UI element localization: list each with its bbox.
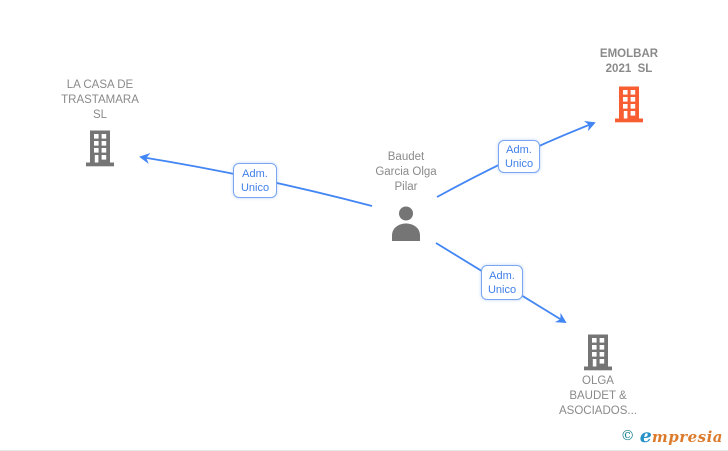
edge-role-badge-line: Adm. — [489, 269, 515, 282]
empresia-logo-rest: mpresia — [651, 428, 723, 446]
empresia-watermark: © empresia — [621, 425, 723, 447]
node-emolbar-2021-sl[interactable]: EMOLBAR 2021 SL — [554, 47, 704, 123]
node-label-line: Pilar — [394, 181, 418, 193]
building-icon — [584, 334, 612, 371]
edge-role-badge-line: Unico — [240, 181, 270, 194]
edge-role-badge-1: Adm.Unico — [498, 140, 540, 173]
edge-role-badge-line: Adm. — [506, 143, 532, 156]
node-la-casa-de-trastamara-sl[interactable]: LA CASA DE TRASTAMARA SL — [25, 78, 175, 167]
node-label-line: EMOLBAR — [599, 48, 659, 60]
edge-role-badge-2: Adm.Unico — [481, 265, 523, 300]
node-label-line: LA CASA DE — [66, 79, 134, 91]
node-label-olga-baudet-asociados: OLGA BAUDET & ASOCIADOS... — [523, 374, 673, 419]
node-icon-wrap — [25, 130, 175, 167]
node-label-emolbar-2021-sl: EMOLBAR 2021 SL — [554, 47, 704, 77]
node-label-line: 2021 SL — [605, 63, 653, 75]
node-label-line: Garcia Olga — [375, 166, 437, 178]
node-label-line: OLGA — [582, 375, 614, 387]
edge-role-badge-0: Adm.Unico — [233, 163, 277, 198]
node-label-line: Baudet — [387, 151, 425, 163]
empresia-logo: empresia — [639, 425, 723, 447]
building-icon — [86, 130, 114, 167]
node-label-line: BAUDET & — [569, 390, 627, 402]
node-label-la-casa-de-trastamara-sl: LA CASA DE TRASTAMARA SL — [25, 78, 175, 123]
copyright-symbol: © — [620, 428, 635, 444]
node-olga-baudet-asociados[interactable]: OLGA BAUDET & ASOCIADOS... — [523, 334, 673, 419]
building-icon — [615, 86, 643, 123]
edge-role-badge-line: Adm. — [242, 167, 268, 180]
edge-role-badge-line: Unico — [504, 157, 534, 170]
node-label-line: TRASTAMARA — [61, 94, 139, 106]
person-icon — [392, 206, 420, 241]
node-icon-wrap — [331, 204, 481, 242]
edge-role-badge-line: Unico — [487, 283, 517, 296]
node-icon-wrap — [523, 334, 673, 371]
node-label-line: SL — [92, 109, 108, 121]
node-label-line: ASOCIADOS... — [559, 405, 637, 417]
node-icon-wrap — [554, 86, 704, 123]
empresia-logo-e: e — [639, 425, 652, 447]
